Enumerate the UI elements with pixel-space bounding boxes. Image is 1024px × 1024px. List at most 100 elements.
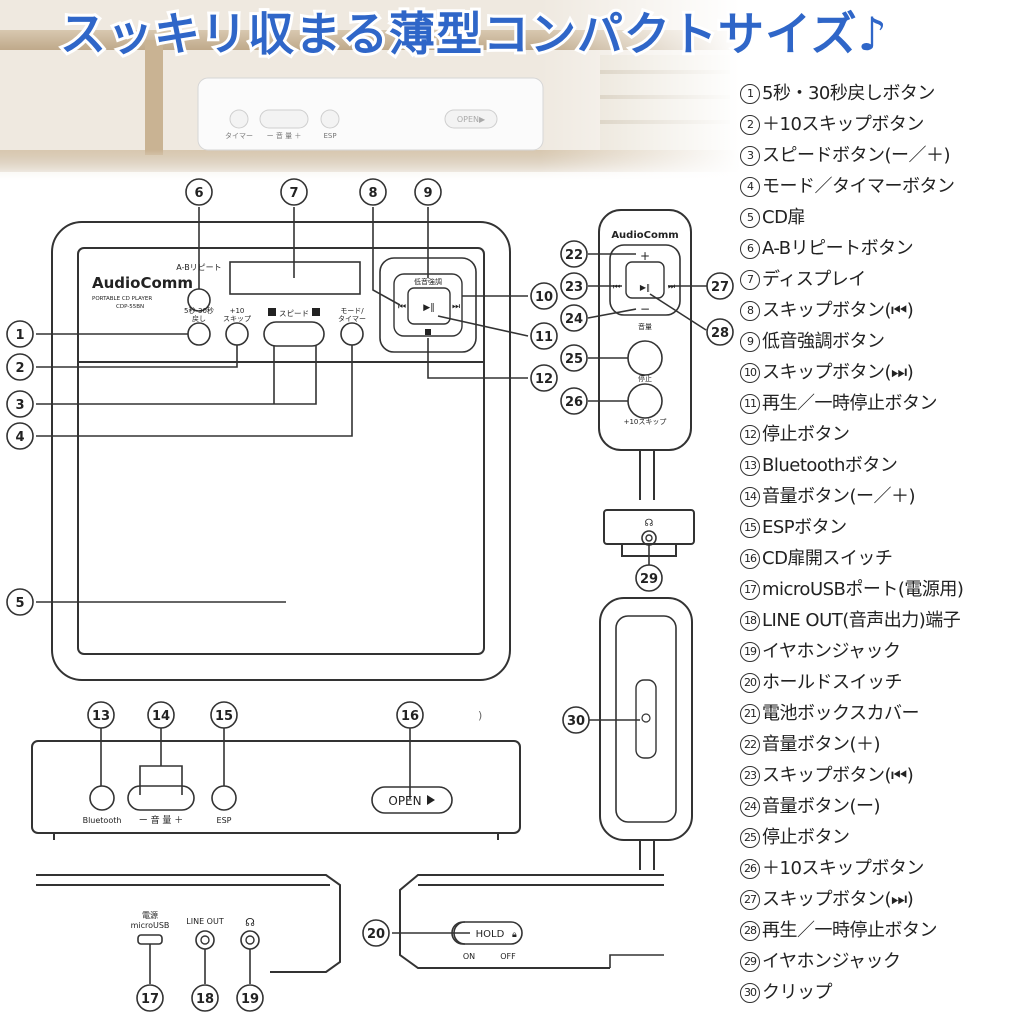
legend-number: 14 (740, 487, 760, 507)
skip10-label-2: スキップ (223, 315, 251, 323)
legend-text: スピードボタン(ー／＋) (762, 145, 951, 166)
legend-text: ホールドスイッチ (762, 672, 903, 693)
clip-view (588, 597, 693, 870)
rear-view (36, 874, 341, 984)
legend-number: 23 (740, 766, 760, 786)
on-label: ON (463, 952, 475, 961)
legend-text: ESPボタン (762, 517, 847, 538)
legend-text: A-Bリピートボタン (762, 238, 914, 259)
speed-minus-icon (268, 308, 276, 316)
legend-text: イヤホンジャック (762, 951, 901, 972)
legend-number: 6 (740, 239, 760, 259)
remote-volume-label: 音量 (638, 322, 652, 331)
callout-number: 6 (194, 186, 203, 201)
legend-number: 19 (740, 642, 760, 662)
remote-prev-icon: ⏮ (613, 282, 620, 291)
mode-label-1: モード/ (340, 307, 364, 315)
callout-number: 24 (565, 312, 583, 327)
legend-text: ＋10スキップボタン (762, 114, 924, 135)
mode-label-2: タイマー (338, 314, 366, 323)
callout-number: 2 (15, 361, 24, 376)
speed-label: スピード (279, 309, 309, 318)
lineout-label: LINE OUT (186, 917, 224, 926)
front-subtitle: PORTABLE CD PLAYER (92, 296, 152, 302)
product-photo: タイマー ー 音 量 ＋ ESP OPEN▶ (0, 0, 740, 180)
callout-number: 10 (535, 290, 553, 305)
callout-circle (706, 272, 734, 300)
small-mark: ) (478, 709, 482, 722)
legend-text: 音量ボタン(ー／＋) (762, 486, 916, 507)
legend-text: 音量ボタン(＋) (762, 734, 881, 755)
remote-brand: AudioComm (611, 230, 678, 241)
remote-play-pause-icon: ▶‖ (640, 283, 650, 292)
side-texts: Bluetooth ー 音 量 ＋ ESP OPEN ) (83, 709, 483, 826)
remote-texts: AudioComm + − ⏮ ▶‖ ⏭ 音量 停止 +10スキップ (611, 230, 678, 426)
photo-label-volume: ー 音 量 ＋ (267, 131, 302, 140)
callout-circle (87, 701, 115, 729)
rear-texts: 電源 microUSB LINE OUT ☊ (131, 911, 256, 930)
side-volume-label: ー 音 量 ＋ (139, 814, 184, 826)
back-label-1: 5秒-30秒 (184, 306, 214, 315)
legend-text: スキップボタン(⏮) (762, 300, 914, 321)
legend-number: 27 (740, 890, 760, 910)
legend-item: 26＋10スキップボタン (740, 853, 1024, 884)
callout-number: 17 (141, 992, 159, 1007)
legend-text: 再生／一時停止ボタン (762, 920, 938, 941)
callout-circle (560, 387, 588, 415)
legend-number: 18 (740, 611, 760, 631)
legend-text: ディスプレイ (762, 269, 866, 290)
legend-number: 8 (740, 301, 760, 321)
legend-text: イヤホンジャック (762, 641, 901, 662)
callout-circle (6, 320, 34, 348)
skip10-label-1: +10 (230, 307, 245, 315)
bluetooth-label: Bluetooth (83, 816, 122, 825)
legend-text: 停止ボタン (762, 827, 850, 848)
jack-headphone-icon: ☊ (645, 518, 654, 529)
legend-number: 20 (740, 673, 760, 693)
remote-view (587, 209, 708, 500)
back-label-2: 戻し (192, 314, 206, 323)
legend-number: 13 (740, 456, 760, 476)
callout-number: 28 (711, 326, 729, 341)
front-view (51, 221, 511, 681)
callout-circle (706, 318, 734, 346)
callout-number: 12 (535, 372, 553, 387)
callout-circle (6, 353, 34, 381)
callout-circle (136, 984, 164, 1012)
side-view (31, 727, 521, 840)
callout-number: 25 (565, 352, 583, 367)
legend-number: 10 (740, 363, 760, 383)
callout-circle (530, 282, 558, 310)
esp-label: ESP (217, 816, 232, 825)
headphone-icon: ☊ (245, 916, 255, 929)
legend-number: 22 (740, 735, 760, 755)
legend-text: 再生／一時停止ボタン (762, 393, 938, 414)
power-label-1: 電源 (142, 911, 158, 920)
jack-view (603, 509, 695, 566)
legend-number: 16 (740, 549, 760, 569)
legend-number: 26 (740, 859, 760, 879)
legend-number: 21 (740, 704, 760, 724)
photo-label-esp: ESP (323, 132, 336, 140)
callout-circle (236, 984, 264, 1012)
front-model: CDP-55BN (116, 304, 144, 310)
headline: スッキリ収まる薄型コンパクトサイズ♪ (60, 7, 888, 61)
front-brand: AudioComm (92, 274, 193, 292)
callout-number: 22 (565, 248, 583, 263)
